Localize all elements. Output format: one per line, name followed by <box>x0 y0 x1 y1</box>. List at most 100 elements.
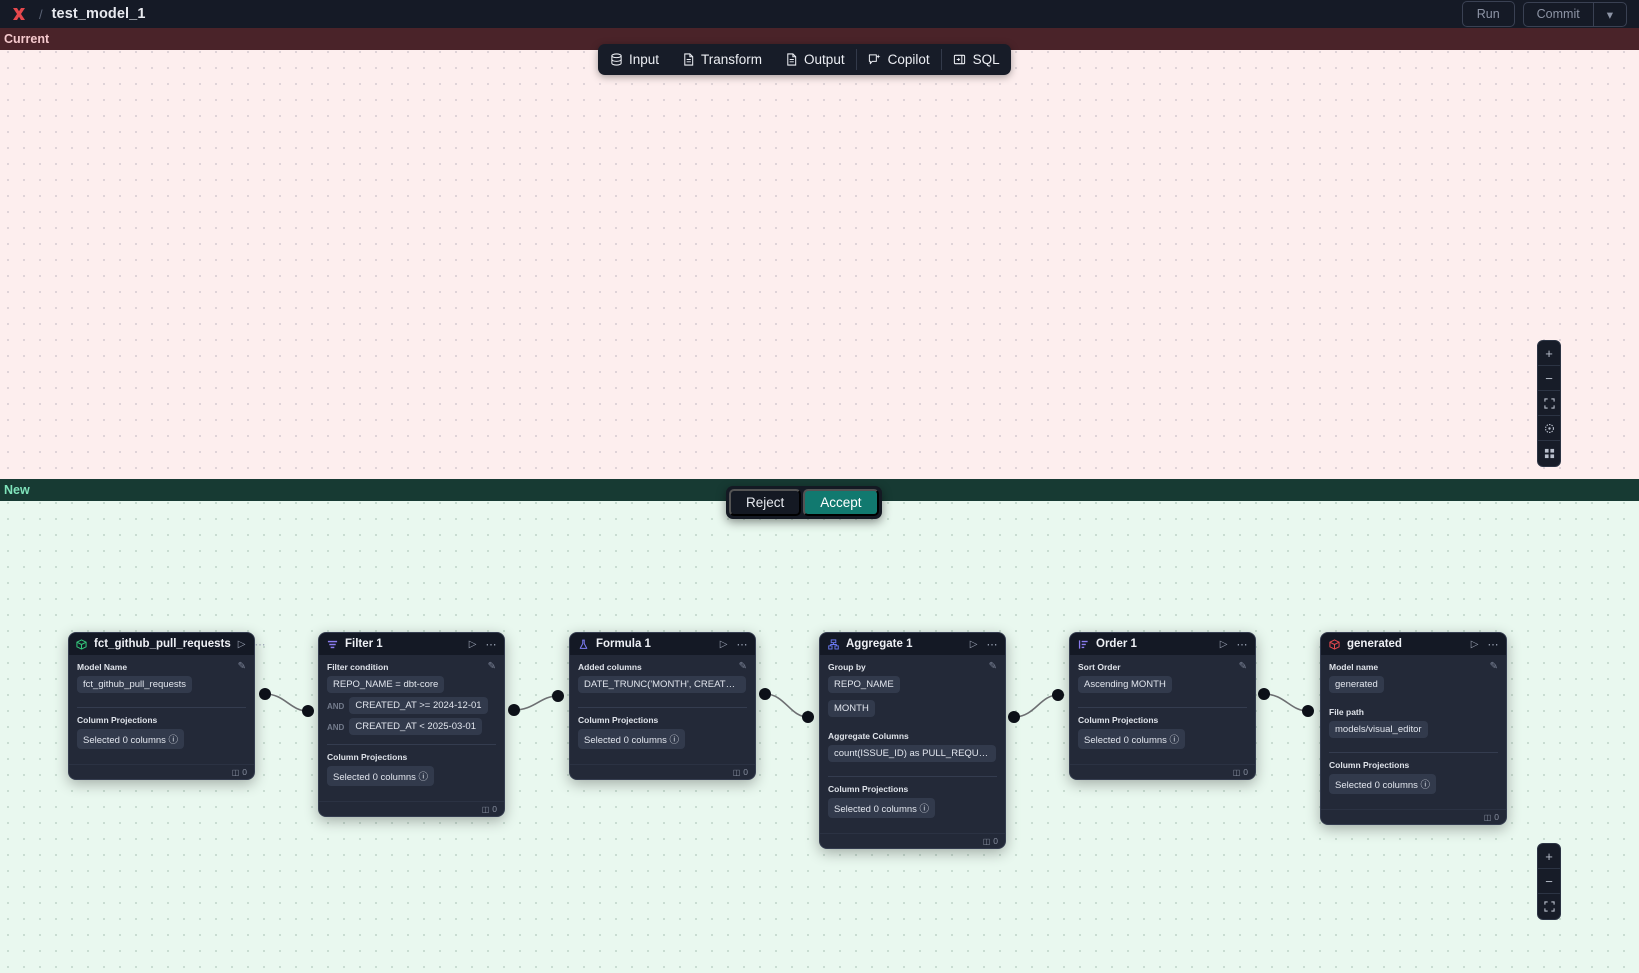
node-header[interactable]: Formula 1 ▷ ⋯ <box>570 633 755 655</box>
node-title: generated <box>1347 638 1402 650</box>
rows-icon: ◫ <box>1483 812 1492 822</box>
chevron-down-icon[interactable]: ▾ <box>1592 2 1626 26</box>
top-bar-actions: Run Commit ▾ <box>1461 0 1631 28</box>
value-chip[interactable]: fct_github_pull_requests <box>77 676 192 693</box>
run-node-icon[interactable]: ▷ <box>719 638 728 650</box>
plus-icon: + <box>1545 345 1553 361</box>
node-menu-icon[interactable]: ⋯ <box>485 638 497 651</box>
run-button[interactable]: Run <box>1461 0 1515 28</box>
rows-icon: ◫ <box>1232 767 1241 777</box>
value-chip[interactable]: Selected 0 columns ⓘ <box>327 766 435 786</box>
toolbar-item-sql[interactable]: SQL <box>942 44 1011 75</box>
run-node-icon[interactable]: ▷ <box>1219 638 1228 650</box>
chip-text: Selected 0 columns <box>83 735 166 746</box>
value-chip[interactable]: DATE_TRUNC('MONTH', CREATED_AT... <box>578 676 746 693</box>
zoom-in-button[interactable]: + <box>1538 341 1560 366</box>
node-menu-icon[interactable]: ⋯ <box>1487 638 1499 651</box>
toolbar-item-output[interactable]: Output <box>773 44 856 75</box>
value-chip[interactable]: Selected 0 columns ⓘ <box>578 729 686 749</box>
section-label: Column Projections <box>828 784 909 794</box>
app-logo-icon[interactable] <box>8 3 30 25</box>
fit-view-button[interactable] <box>1538 894 1560 919</box>
toolbar-item-input[interactable]: Input <box>598 44 670 75</box>
section-aggregate-columns: Aggregate Columns count(ISSUE_ID) as PUL… <box>828 731 997 769</box>
chip-text: Selected 0 columns <box>584 735 667 746</box>
value-chip[interactable]: Ascending MONTH <box>1078 676 1172 693</box>
node-menu-icon[interactable]: ⋯ <box>986 638 998 651</box>
reject-button[interactable]: Reject <box>729 489 802 516</box>
value-chip[interactable]: count(ISSUE_ID) as PULL_REQUEST_... <box>828 745 996 762</box>
run-node-icon[interactable]: ▷ <box>468 638 477 650</box>
value-chip[interactable]: Selected 0 columns ⓘ <box>1078 729 1186 749</box>
node-footer: ◫ 0 <box>820 833 1005 848</box>
commit-button[interactable]: Commit <box>1536 6 1580 21</box>
toolbar-divider <box>940 49 942 70</box>
toolbar-item-transform[interactable]: Transform <box>670 44 773 75</box>
node-body: ✎ Group by REPO_NAME MONTH Aggregate Col… <box>820 655 1005 833</box>
toolbar-item-label: SQL <box>972 52 1000 67</box>
copilot-sparkle-icon <box>868 53 882 67</box>
row-count: 0 <box>993 836 998 846</box>
node-generated[interactable]: generated ▷ ⋯ ✎ Model name generated Fil… <box>1320 632 1507 825</box>
node-body: ✎ Model Name fct_github_pull_requests Co… <box>69 655 254 764</box>
value-chip[interactable]: REPO_NAME <box>828 676 900 693</box>
node-aggregate-1[interactable]: Aggregate 1 ▷ ⋯ ✎ Group by REPO_NAME MON… <box>819 632 1006 849</box>
canvas-toolbar: Input Transform Output Copilot SQL <box>598 44 1011 75</box>
edit-pencil-icon[interactable]: ✎ <box>237 661 246 672</box>
node-header[interactable]: fct_github_pull_requests ▷ ⋯ <box>69 633 265 655</box>
zoom-out-button[interactable]: − <box>1538 366 1560 391</box>
node-title: Aggregate 1 <box>846 638 913 650</box>
section-label: Column Projections <box>1078 715 1159 725</box>
value-chip[interactable]: Selected 0 columns ⓘ <box>1329 774 1437 794</box>
toolbar-divider <box>855 49 857 70</box>
node-title: Order 1 <box>1096 638 1137 650</box>
lock-target-button[interactable] <box>1538 416 1560 441</box>
commit-button-group[interactable]: Commit ▾ <box>1522 1 1627 27</box>
run-node-icon[interactable]: ▷ <box>1470 638 1479 650</box>
row-count: 0 <box>1243 767 1248 777</box>
zoom-in-button[interactable]: + <box>1538 844 1560 869</box>
zoom-out-button[interactable]: − <box>1538 869 1560 894</box>
aggregate-icon <box>827 638 839 650</box>
node-menu-icon[interactable]: ⋯ <box>1236 638 1248 651</box>
canvas-current[interactable]: Current <box>0 28 1639 479</box>
condition-chip[interactable]: CREATED_AT < 2025-03-01 <box>349 718 483 735</box>
section-model-name: Model name generated <box>1329 662 1498 700</box>
node-menu-icon[interactable]: ⋯ <box>736 638 748 651</box>
cube-red-icon <box>1328 638 1340 650</box>
section-label: Model name <box>1329 662 1379 672</box>
edit-pencil-icon[interactable]: ✎ <box>487 661 496 672</box>
condition-chip[interactable]: REPO_NAME = dbt-core <box>327 676 445 693</box>
edit-pencil-icon[interactable]: ✎ <box>1489 661 1498 672</box>
node-header[interactable]: Order 1 ▷ ⋯ <box>1070 633 1255 655</box>
section-group-by: Group by REPO_NAME MONTH <box>828 662 997 724</box>
node-menu-icon[interactable]: ⋯ <box>254 638 266 651</box>
section-column-projections: Column Projections Selected 0 columns ⓘ <box>1329 760 1498 801</box>
section-label: Aggregate Columns <box>828 731 909 741</box>
cube-green-icon <box>76 638 87 650</box>
accept-button[interactable]: Accept <box>803 489 879 516</box>
value-chip[interactable]: generated <box>1329 676 1384 693</box>
value-chip[interactable]: models/visual_editor <box>1329 721 1428 738</box>
node-fct-github-pull-requests[interactable]: fct_github_pull_requests ▷ ⋯ ✎ Model Nam… <box>68 632 265 780</box>
fit-view-button[interactable] <box>1538 391 1560 416</box>
value-chip[interactable]: Selected 0 columns ⓘ <box>828 798 936 818</box>
value-chip[interactable]: Selected 0 columns ⓘ <box>77 729 185 749</box>
chip-text: Selected 0 columns <box>1084 735 1167 746</box>
condition-chip[interactable]: CREATED_AT >= 2024-12-01 <box>349 697 488 714</box>
rows-icon: ◫ <box>481 804 490 814</box>
grid-toggle-button[interactable] <box>1538 441 1560 466</box>
toolbar-item-copilot[interactable]: Copilot <box>857 44 941 75</box>
edit-pencil-icon[interactable]: ✎ <box>1238 661 1247 672</box>
node-filter-1[interactable]: Filter 1 ▷ ⋯ ✎ Filter condition REPO_NAM… <box>318 632 505 817</box>
value-chip[interactable]: MONTH <box>828 700 875 717</box>
edit-pencil-icon[interactable]: ✎ <box>738 661 747 672</box>
run-node-icon[interactable]: ▷ <box>969 638 978 650</box>
node-formula-1[interactable]: Formula 1 ▷ ⋯ ✎ Added columns DATE_TRUNC… <box>569 632 756 780</box>
node-header[interactable]: Aggregate 1 ▷ ⋯ <box>820 633 1005 655</box>
node-order-1[interactable]: Order 1 ▷ ⋯ ✎ Sort Order Ascending MONTH… <box>1069 632 1256 780</box>
run-node-icon[interactable]: ▷ <box>237 638 246 650</box>
edit-pencil-icon[interactable]: ✎ <box>988 661 997 672</box>
node-header[interactable]: Filter 1 ▷ ⋯ <box>319 633 504 655</box>
node-header[interactable]: generated ▷ ⋯ <box>1321 633 1506 655</box>
